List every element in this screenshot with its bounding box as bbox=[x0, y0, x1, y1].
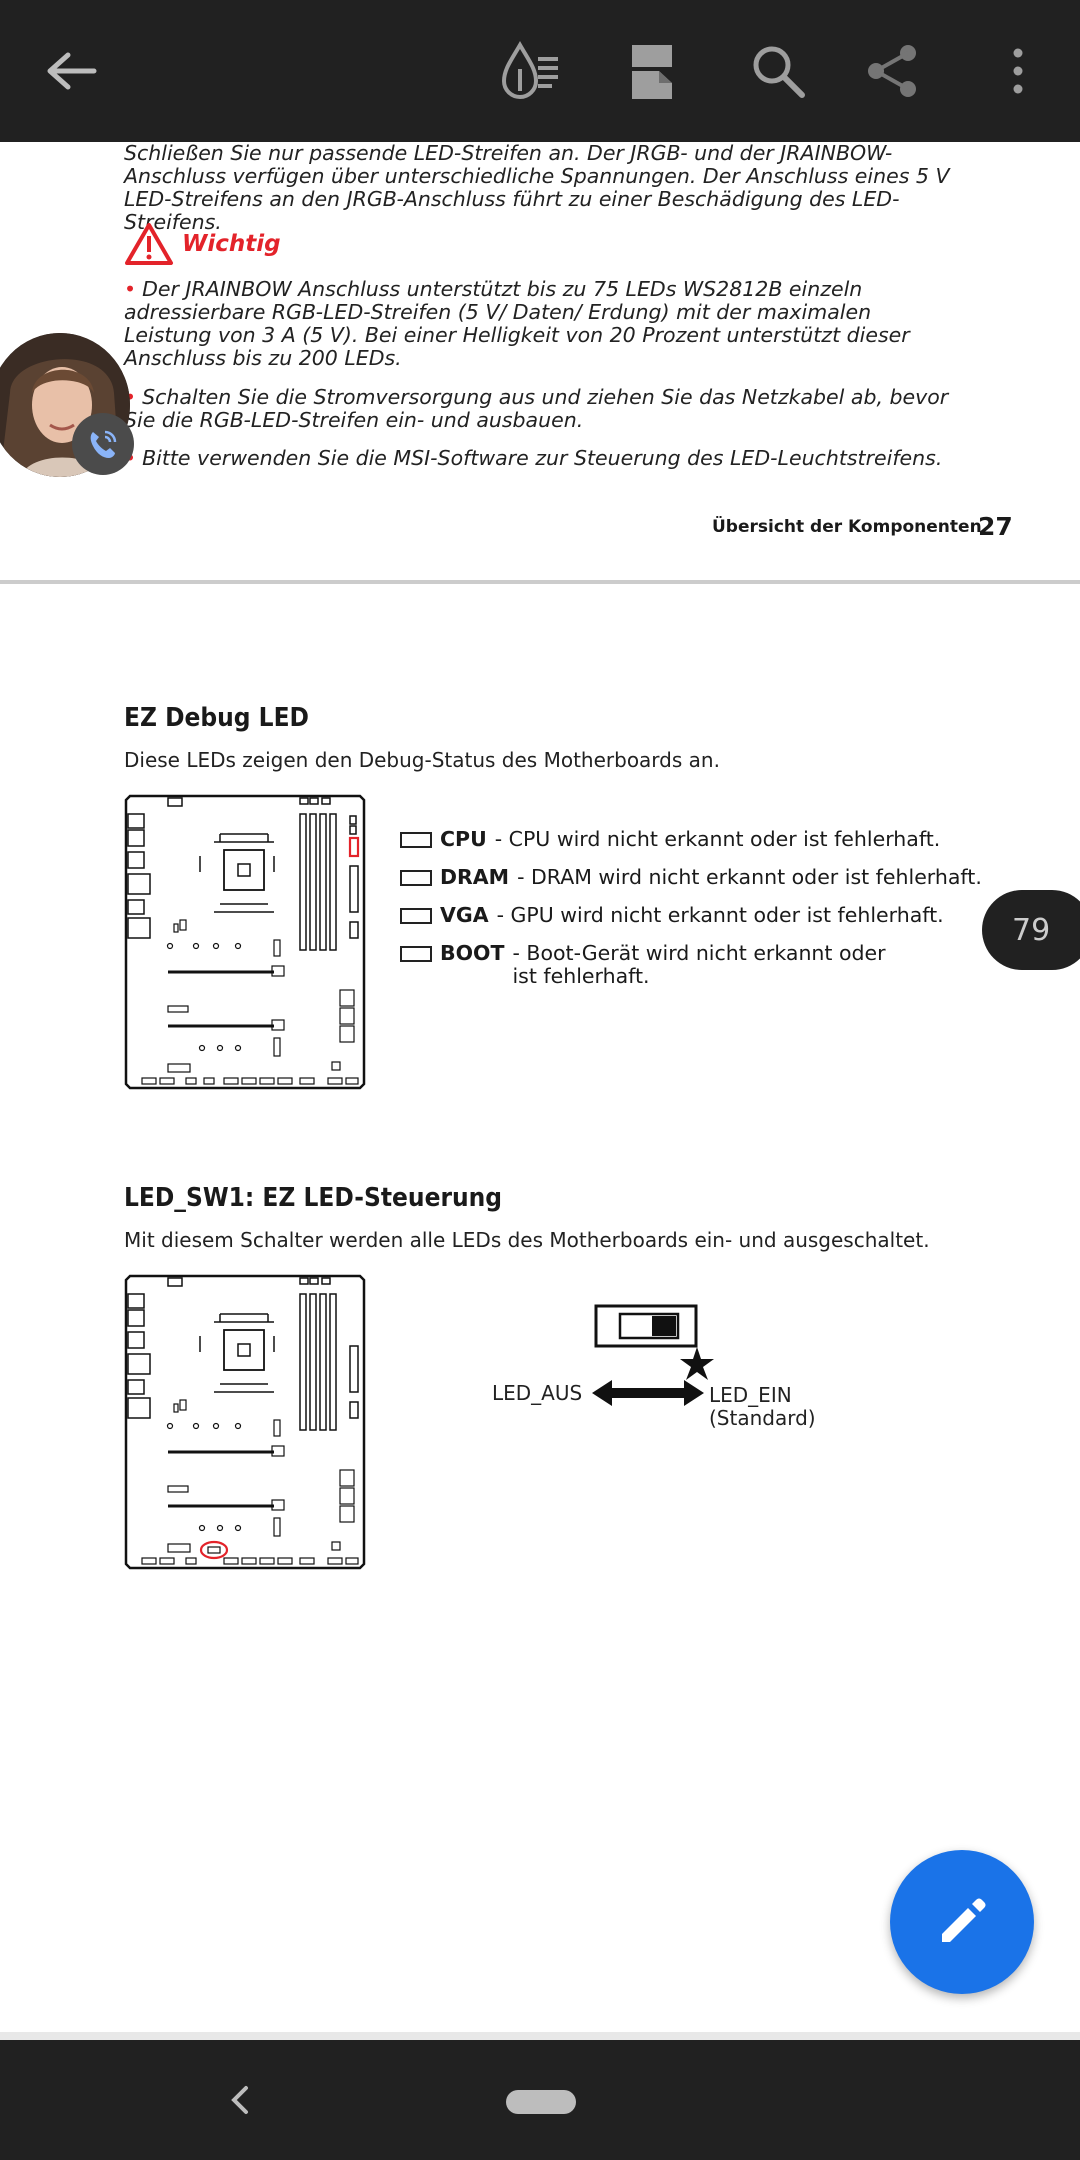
legend-key: BOOT bbox=[440, 941, 505, 965]
reflow-button[interactable] bbox=[490, 31, 570, 111]
important-header: Wichtig bbox=[124, 222, 281, 266]
legend-item-dram: DRAM - DRAM wird nicht erkannt oder ist … bbox=[400, 866, 1000, 889]
more-vert-icon bbox=[1013, 48, 1023, 94]
page-footer-section: Übersicht der Komponenten bbox=[712, 517, 982, 537]
warning-text: Schließen Sie nur passende LED-Streifen … bbox=[124, 141, 950, 234]
page-layout-button[interactable] bbox=[612, 31, 692, 111]
debug-led-legend: CPU - CPU wird nicht erkannt oder ist fe… bbox=[400, 828, 1000, 1003]
important-label: Wichtig bbox=[182, 231, 281, 257]
edit-pencil-icon bbox=[942, 1898, 986, 1942]
top-app-bar bbox=[0, 0, 1080, 142]
legend-item-boot: BOOT - Boot-Gerät wird nicht erkannt ode… bbox=[400, 942, 1000, 988]
led-indicator-icon bbox=[400, 908, 432, 924]
edit-fab-button[interactable] bbox=[890, 1850, 1034, 1994]
reflow-text-icon bbox=[501, 40, 558, 99]
page-divider bbox=[0, 580, 1080, 584]
system-navigation-bar bbox=[0, 2040, 1080, 2160]
arrow-left-icon bbox=[47, 52, 97, 90]
label-default: (Standard) bbox=[709, 1406, 816, 1430]
motherboard-diagram-debug-led bbox=[124, 794, 366, 1090]
search-icon bbox=[753, 46, 805, 98]
led-indicator-icon bbox=[400, 870, 432, 886]
page-layout-icon bbox=[632, 45, 672, 99]
led-indicator-icon bbox=[400, 832, 432, 848]
bullet-item: •Bitte verwenden Sie die MSI-Software zu… bbox=[124, 447, 954, 470]
led-switch-diagram: LED_AUS LED_EIN (Standard) bbox=[490, 1300, 830, 1440]
legend-key: CPU bbox=[440, 827, 487, 851]
slide-switch-icon bbox=[594, 1304, 698, 1348]
bullet-text: Der JRAINBOW Anschluss unterstützt bis z… bbox=[124, 277, 910, 370]
search-button[interactable] bbox=[738, 31, 818, 111]
legend-text: - CPU wird nicht erkannt oder ist fehler… bbox=[494, 827, 941, 851]
label-led-on: LED_EIN bbox=[709, 1383, 792, 1407]
label-led-off: LED_AUS bbox=[492, 1381, 583, 1405]
page-footer-number: 27 bbox=[978, 512, 1013, 541]
share-button[interactable] bbox=[852, 31, 932, 111]
system-home-pill[interactable] bbox=[506, 2090, 576, 2114]
legend-text: - DRAM wird nicht erkannt oder ist fehle… bbox=[517, 865, 982, 889]
bullet-text: Bitte verwenden Sie die MSI-Software zur… bbox=[142, 446, 943, 470]
document-bottom-edge bbox=[0, 2032, 1080, 2040]
legend-key: DRAM bbox=[440, 865, 510, 889]
star-icon bbox=[680, 1347, 714, 1380]
double-arrow-icon bbox=[592, 1380, 704, 1406]
motherboard-diagram-led-switch bbox=[124, 1274, 366, 1570]
warning-triangle-icon bbox=[125, 223, 173, 265]
legend-text: - GPU wird nicht erkannt oder ist fehler… bbox=[496, 903, 944, 927]
legend-key: VGA bbox=[440, 903, 489, 927]
legend-item-vga: VGA - GPU wird nicht erkannt oder ist fe… bbox=[400, 904, 1000, 927]
chevron-left-icon bbox=[231, 2086, 248, 2114]
page-number-indicator[interactable]: 79 bbox=[982, 890, 1080, 970]
legend-text: - Boot-Gerät wird nicht erkannt oder ist… bbox=[512, 941, 886, 988]
phone-call-icon bbox=[90, 430, 117, 458]
document-page-27: Schließen Sie nur passende LED-Streifen … bbox=[0, 142, 1080, 582]
section-title-ez-debug: EZ Debug LED bbox=[124, 703, 309, 733]
legend-item-cpu: CPU - CPU wird nicht erkannt oder ist fe… bbox=[400, 828, 1000, 851]
section-description-ez-debug: Diese LEDs zeigen den Debug-Status des M… bbox=[124, 748, 720, 772]
bullet-item: •Schalten Sie die Stromversorgung aus un… bbox=[124, 385, 949, 432]
back-button[interactable] bbox=[32, 31, 112, 111]
more-options-button[interactable] bbox=[978, 31, 1058, 111]
led-indicator-icon bbox=[400, 946, 432, 962]
share-icon bbox=[868, 45, 916, 97]
section-title-led-sw1: LED_SW1: EZ LED-Steuerung bbox=[124, 1183, 503, 1213]
bullet-text: Schalten Sie die Stromversorgung aus und… bbox=[124, 385, 949, 432]
section-description-led-sw1: Mit diesem Schalter werden alle LEDs des… bbox=[124, 1228, 930, 1252]
system-back-button[interactable] bbox=[200, 2060, 280, 2140]
bullet-item: •Der JRAINBOW Anschluss unterstützt bis … bbox=[124, 277, 910, 370]
call-badge[interactable] bbox=[72, 413, 134, 475]
